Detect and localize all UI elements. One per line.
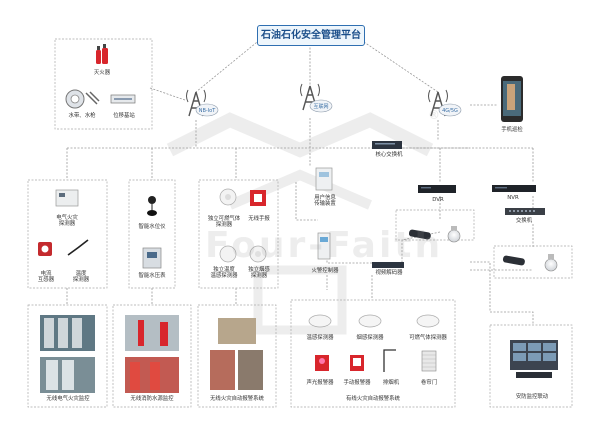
security-caption: 安防监控联动: [515, 394, 549, 400]
nvr-icon: [492, 185, 536, 192]
indep-temp-label: 独立温度温感探测器: [210, 267, 238, 280]
dvr-icon: [418, 185, 456, 193]
water-pump-label: 水带、水枪: [68, 113, 96, 119]
fire-controller-label: 火警控制器: [311, 268, 339, 274]
temp-sensor-icon: [308, 314, 332, 328]
gas-detector-icon: [219, 188, 237, 206]
box-electric-detectors: [27, 179, 108, 289]
core-switch-icon: [372, 141, 402, 149]
water-level-meter-icon: [147, 196, 157, 216]
switch-label: 交换机: [515, 218, 533, 224]
electric-detector-label: 电气火灾探测器: [56, 215, 78, 228]
dome-camera-icon: [502, 254, 558, 272]
extinguisher-label: 灭火器: [93, 70, 111, 76]
smoke-sensor-icon: [358, 314, 382, 328]
gas-detector-label: 独立可燃气体探测器: [207, 216, 241, 229]
current-transformer-label: 电流互感器: [37, 271, 55, 284]
box-wireless-detectors: [198, 179, 279, 289]
smoke-sensor-label: 烟感探测器: [356, 335, 384, 341]
fire-door-icon: [421, 350, 437, 372]
wireless-electric-caption: 无线电气火灾监控: [46, 396, 90, 402]
displacement-base-icon: [110, 94, 136, 104]
mobile-tower-icon: [428, 89, 462, 117]
independent-temp-detector-icon: [219, 245, 237, 263]
current-transformer-icon: [38, 242, 52, 256]
water-source-photo: [125, 315, 179, 393]
wireless-fire-caption: 无线火灾自动报警系统: [210, 396, 264, 402]
wireless-fire-photo: [210, 318, 263, 390]
video-decoder-label: 视频解码器: [375, 270, 403, 276]
sound-light-alarm-icon: [315, 355, 329, 371]
hose-reel-icon: [65, 89, 100, 109]
mobile-label: 4G/5G: [442, 108, 458, 114]
fire-extinguisher-icon: [96, 44, 108, 64]
box-wireless-fire: [197, 304, 277, 408]
box-field-equipment: [54, 38, 153, 130]
box-security-linkage: [489, 324, 573, 408]
switch-icon: [505, 208, 545, 215]
fire-controller-icon: [317, 232, 331, 260]
nbiot-tower-icon: [186, 89, 219, 117]
manual-alarm-button-icon: [250, 190, 266, 206]
mobile-phone-icon: [501, 76, 523, 122]
manual-alarm-label: 无线手报: [248, 216, 270, 222]
manual-button-label: 手动报警器: [343, 380, 371, 386]
dvr-label: DVR: [432, 197, 444, 203]
electric-room-photo: [40, 315, 95, 393]
box-wired-fire: [290, 299, 456, 408]
internet-tower-icon: [300, 83, 333, 113]
security-linkage-photo: [510, 340, 558, 378]
wireless-water-caption: 无线消防水源监控: [130, 396, 174, 402]
gas-sensor-label: 可燃气体探测器: [409, 335, 447, 341]
electric-fire-detector-icon: [55, 189, 79, 207]
box-security2: [493, 245, 573, 279]
pressure-meter-label: 智能水压表: [138, 273, 166, 279]
bullet-camera-icon: [408, 226, 461, 243]
fire-door-label: 卷帘门: [420, 380, 438, 386]
wired-fire-caption: 有线火灾自动报警系统: [346, 396, 400, 402]
sound-light-label: 声光报警器: [306, 380, 334, 386]
manual-button-icon: [350, 355, 364, 371]
temp-detector-label: 温度探测器: [72, 271, 90, 284]
indep-smoke-label: 独立烟感探测器: [248, 267, 270, 280]
user-transmission-device-icon: [315, 167, 333, 191]
box-security: [395, 209, 475, 241]
temperature-probe-icon: [67, 239, 89, 256]
watermark-brand-text: Four-Faith: [205, 225, 444, 266]
group-boxes: [27, 38, 573, 408]
box-wireless-electric: [27, 304, 108, 408]
internet-label: 互联网: [313, 103, 328, 110]
temp-sensor-label: 温感探测器: [306, 335, 334, 341]
level-meter-label: 智能水位仪: [138, 224, 166, 230]
box-wireless-water: [112, 304, 192, 408]
nvr-label: NVR: [507, 195, 519, 201]
gas-sensor-icon: [416, 314, 440, 328]
platform-title: 石油石化安全管理平台: [261, 30, 361, 41]
user-transmission-label: 用户信息传输装置: [314, 195, 336, 208]
platform-title-box[interactable]: 石油石化安全管理平台: [257, 25, 365, 46]
water-pressure-meter-icon: [142, 247, 162, 269]
connection-lines: [66, 37, 534, 325]
video-decoder-icon: [372, 262, 404, 268]
exhaust-fan-icon: [383, 349, 396, 372]
nbiot-label: NB-IoT: [199, 108, 217, 114]
box-water-meters: [128, 179, 176, 289]
independent-smoke-detector-icon: [249, 245, 267, 263]
watermark-registered-mark: ®: [428, 108, 440, 122]
phone-patrol-label: 手机巡检: [501, 127, 523, 133]
core-switch-label: 核心交换机: [375, 152, 403, 158]
displacement-base-label: 位移基站: [113, 113, 135, 119]
exhaust-label: 排烟机: [382, 380, 400, 386]
